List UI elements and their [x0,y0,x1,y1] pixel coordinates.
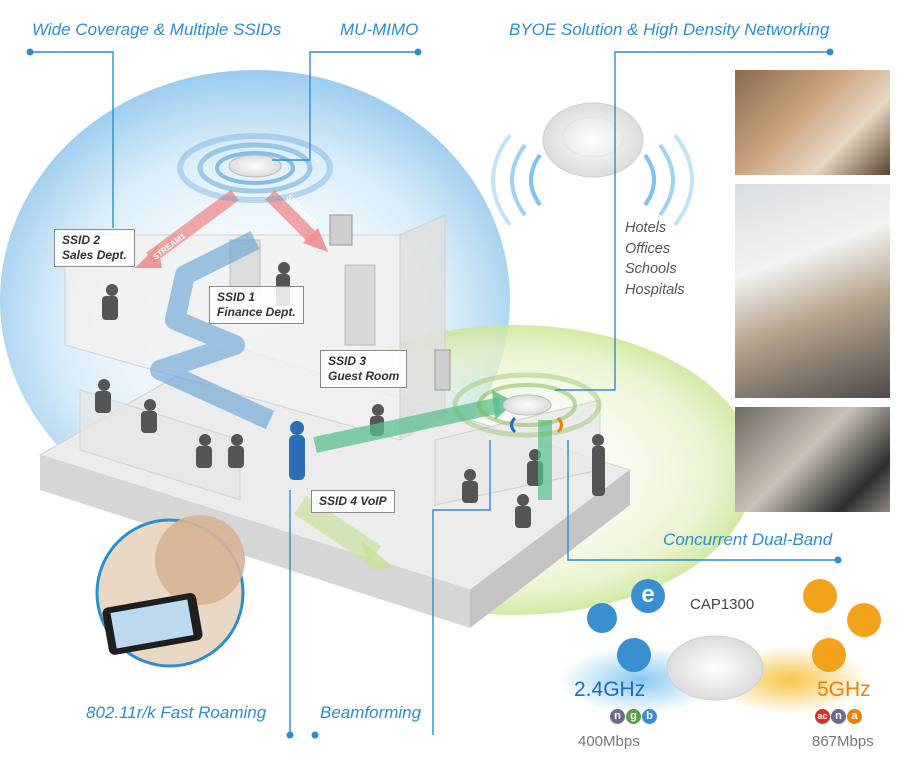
venue-item: Schools [625,261,677,277]
ssid2-label: SSID 2 Sales Dept. [54,229,135,267]
ssid-name: SSID 4 VoIP [319,494,387,508]
ssid-name: SSID 3 [328,354,367,368]
band-24ghz-label: 2.4GHz [574,678,646,701]
hotel-reception-photo [735,407,890,512]
roaming-user [289,421,305,480]
standard-n-badge: n [610,709,625,724]
access-point-floor [502,394,552,416]
venue-item: Hospitals [625,281,685,298]
cap1300-device [666,635,764,701]
monitor-icon [812,638,846,672]
ssid3-label: SSID 3 Guest Room [320,350,408,388]
phone-globe-icon [847,603,881,637]
standard-n-badge: n [831,709,846,724]
feature-byoe: BYOE Solution & High Density Networking [509,20,830,39]
band-5ghz-label: 5GHz [817,678,871,701]
meeting-room-photo [735,184,890,398]
gamepad-icon [803,579,837,613]
stream2-arrow [265,190,320,245]
band-5ghz-rate: 867Mbps [812,733,874,750]
venue-item: Offices [625,240,671,257]
byoe-access-point [491,102,694,227]
browser-e-icon: e [631,579,665,613]
feature-fast-roaming: 802.11r/k Fast Roaming [86,703,267,722]
mail-icon [617,638,651,672]
leader-lines [30,51,838,735]
model-name: CAP1300 [690,596,755,613]
band-24ghz-rate: 400Mbps [578,733,640,750]
venue-list: Hotels Offices Schools Hospitals [625,218,685,300]
stream1-arrow [146,189,239,264]
ssid-dept: Finance Dept. [217,305,296,319]
standard-g-badge: g [626,709,641,724]
standard-a-badge: a [847,709,862,724]
feature-beamforming: Beamforming [320,703,422,722]
standard-b-badge: b [642,709,657,724]
standard-ac-badge: ac [815,709,830,724]
ssid4-label: SSID 4 VoIP [311,490,395,513]
ssid-dept: Sales Dept. [62,248,127,262]
access-point-top [228,154,282,178]
ssid-dept: Guest Room [328,369,400,383]
feature-dual-band: Concurrent Dual-Band [663,530,833,549]
feature-mu-mimo: MU-MIMO [340,20,419,39]
ssid1-label: SSID 1 Finance Dept. [209,286,304,324]
chat-icon [587,603,617,633]
venue-item: Hotels [625,220,667,236]
green-beam-arrow [313,397,502,453]
ssid-name: SSID 2 [62,233,101,247]
blue-stream-arrow [150,231,275,430]
lecture-hall-photo [735,70,890,175]
feature-wide-coverage: Wide Coverage & Multiple SSIDs [32,20,282,39]
ssid-name: SSID 1 [217,290,256,304]
